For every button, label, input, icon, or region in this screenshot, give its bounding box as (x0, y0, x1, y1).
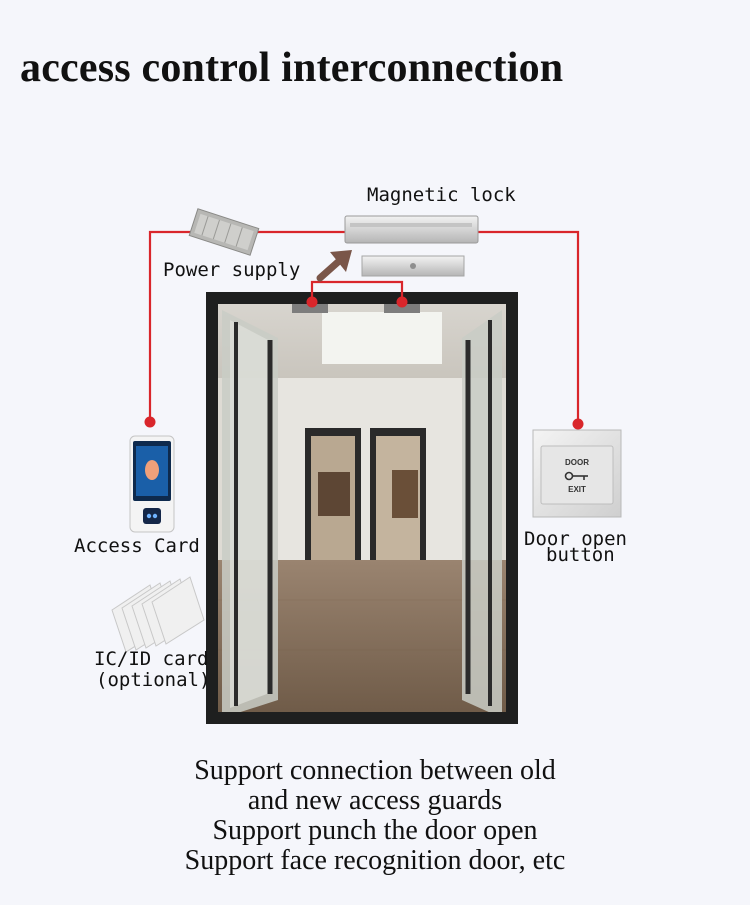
caption-line: Support punch the door open (0, 816, 750, 846)
doorway-photo (212, 298, 512, 718)
caption-line: and new access guards (0, 786, 750, 816)
ic-id-card-label-line2: (optional) (96, 671, 210, 690)
ic-id-cards-stack (112, 577, 204, 652)
caption-line: Support face recognition door, etc (0, 846, 750, 876)
exit-button-bottom-text: EXIT (568, 485, 586, 494)
access-card-label: Access Card (74, 537, 200, 556)
magnetic-lock-unit (345, 216, 478, 276)
ceiling-light (322, 312, 442, 364)
magnetic-lock-label: Magnetic lock (367, 186, 516, 205)
door-exit-button: DOOR EXIT (533, 430, 621, 517)
arrow-icon (320, 250, 352, 278)
power-supply-unit (189, 209, 259, 255)
ic-id-card-label-line1: IC/ID card (94, 650, 208, 669)
power-supply-label: Power supply (163, 261, 300, 280)
face-recognition-terminal (130, 436, 174, 532)
caption-line: Support connection between old (0, 756, 750, 786)
exit-button-top-text: DOOR (565, 458, 589, 467)
feature-caption: Support connection between old and new a… (0, 756, 750, 876)
door-open-button-label-line2: button (546, 546, 615, 565)
